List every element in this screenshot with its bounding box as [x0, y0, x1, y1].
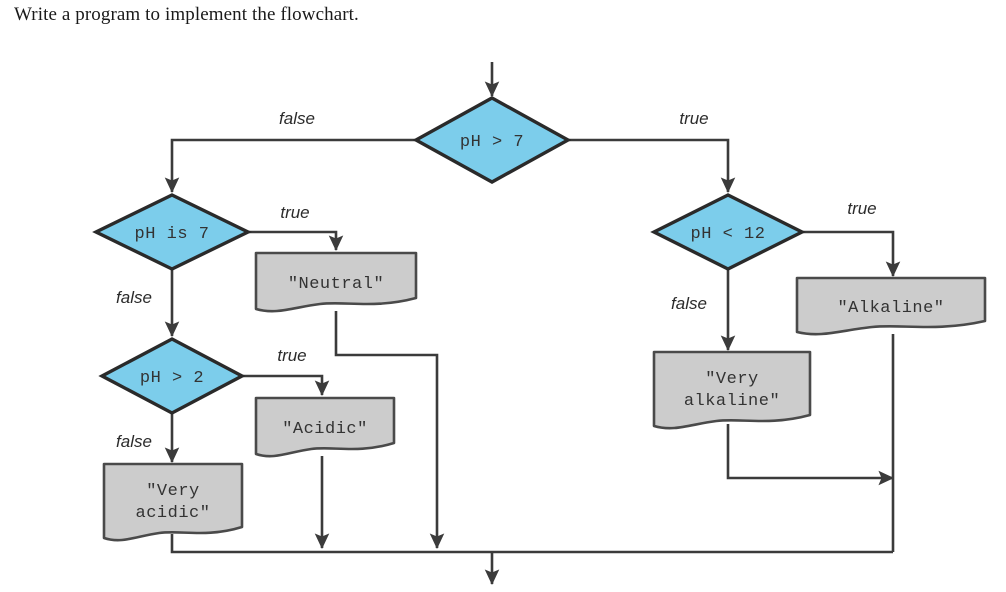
- label-root-true: true: [679, 109, 708, 128]
- output-label-neutral-line0: "Neutral": [288, 275, 384, 294]
- decision-label-ph-lt-12: pH < 12: [691, 225, 766, 244]
- veryalk-to-right-rail: [726, 424, 895, 486]
- label-gt2-false: false: [116, 432, 152, 451]
- output-label-very-acidic-line0: "Very: [146, 482, 200, 501]
- output-shape-alkaline: "Alkaline": [795, 276, 987, 336]
- label-is7-false: false: [116, 288, 152, 307]
- gt2-true-to-acidic: [242, 374, 330, 397]
- output-shape-body: [102, 462, 244, 542]
- output-shape-body: [795, 276, 987, 336]
- output-shape-body: [254, 396, 396, 458]
- decision-shape-body: [92, 193, 252, 271]
- decision-shape-ph-is-7: pH is 7: [92, 193, 252, 271]
- output-shape-body: [254, 251, 418, 313]
- decision-label-ph-gt-7: pH > 7: [460, 133, 524, 152]
- output-shape-body: [652, 350, 812, 430]
- connector-layer: [164, 62, 901, 586]
- root-false-branch: [164, 138, 416, 194]
- decision-shape-ph-lt-12: pH < 12: [650, 193, 806, 271]
- decision-shape-body: [650, 193, 806, 271]
- lt12-true-to-alkaline: [802, 230, 901, 278]
- label-is7-true: true: [280, 203, 309, 222]
- output-label-very-alkaline-line1: alkaline": [684, 392, 780, 411]
- output-shape-layer: "Neutral" "Acidic" "Very acidic" "Alkaline" "…: [102, 251, 987, 542]
- output-shape-very-acidic: "Very acidic": [102, 462, 244, 542]
- label-root-false: false: [279, 109, 315, 128]
- decision-shape-ph-gt-2: pH > 2: [98, 337, 246, 415]
- label-gt2-true: true: [277, 346, 306, 365]
- decision-shape-body: [98, 337, 246, 415]
- output-label-very-acidic-line1: acidic": [136, 504, 211, 523]
- decision-label-ph-is-7: pH is 7: [135, 225, 210, 244]
- veryacid-to-merge: [170, 534, 893, 554]
- decision-shape-layer: pH > 7 pH is 7 pH > 2 pH < 12: [92, 96, 806, 415]
- output-label-very-alkaline-line0: "Very: [705, 370, 759, 389]
- output-shape-acidic: "Acidic": [254, 396, 396, 458]
- decision-shape-ph-gt-7: pH > 7: [412, 96, 572, 184]
- output-shape-very-alkaline: "Very alkaline": [652, 350, 812, 430]
- is7-true-to-neutral: [248, 230, 344, 252]
- decision-shape-body: [412, 96, 572, 184]
- label-lt12-false: false: [671, 294, 707, 313]
- output-label-alkaline-line0: "Alkaline": [837, 299, 944, 318]
- label-lt12-true: true: [847, 199, 876, 218]
- root-true-branch: [568, 138, 736, 194]
- decision-label-ph-gt-2: pH > 2: [140, 369, 204, 388]
- output-shape-neutral: "Neutral": [254, 251, 418, 313]
- page-title: Write a program to implement the flowcha…: [14, 4, 359, 25]
- branch-label-layer: false true true false true false true false: [116, 109, 877, 451]
- neutral-to-merge: [334, 311, 445, 550]
- output-label-acidic-line0: "Acidic": [282, 420, 368, 439]
